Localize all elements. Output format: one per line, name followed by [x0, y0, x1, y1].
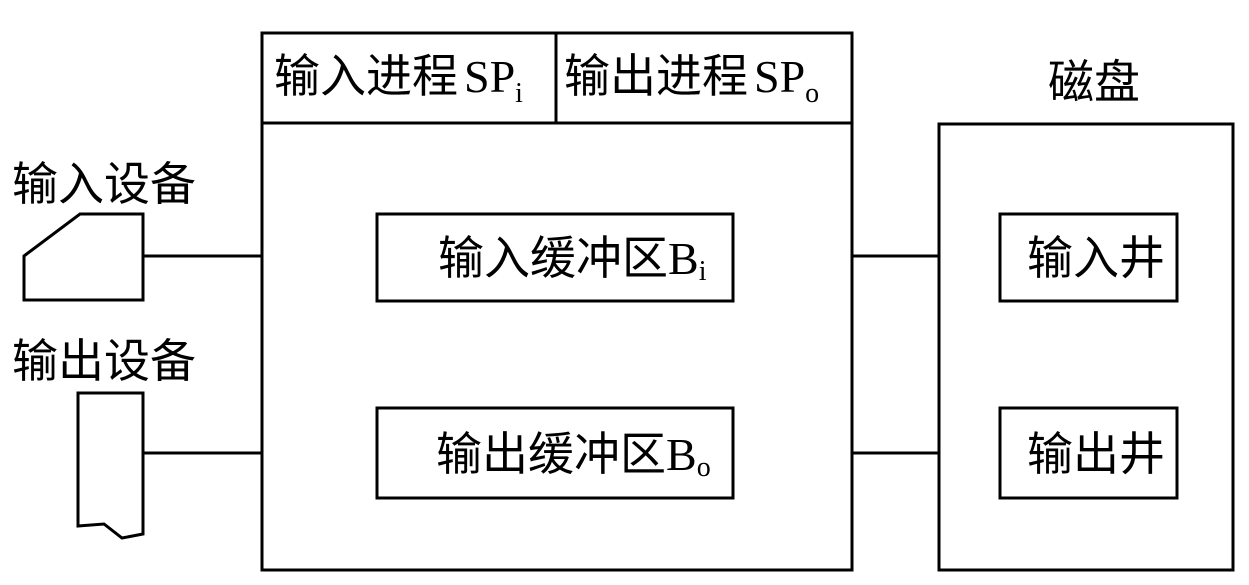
output-device-label: 输出设备: [12, 334, 196, 388]
output-buffer-label: 输出缓冲区Bo: [436, 427, 711, 483]
output-well-label: 输出井: [1027, 427, 1165, 481]
input-device-icon: [22, 212, 145, 302]
output-device-icon: [76, 391, 145, 540]
input-buffer-label: 输入缓冲区Bi: [438, 231, 707, 287]
input-well-box: [998, 212, 1179, 303]
input-well-label: 输入井: [1027, 231, 1165, 285]
output-buffer-box: [375, 406, 735, 500]
input-device-label: 输入设备: [12, 157, 196, 211]
disk-title: 磁盘: [1048, 55, 1140, 109]
input-buffer-box: [375, 212, 735, 303]
output-well-box: [998, 406, 1179, 500]
disk-box: [937, 122, 1235, 572]
